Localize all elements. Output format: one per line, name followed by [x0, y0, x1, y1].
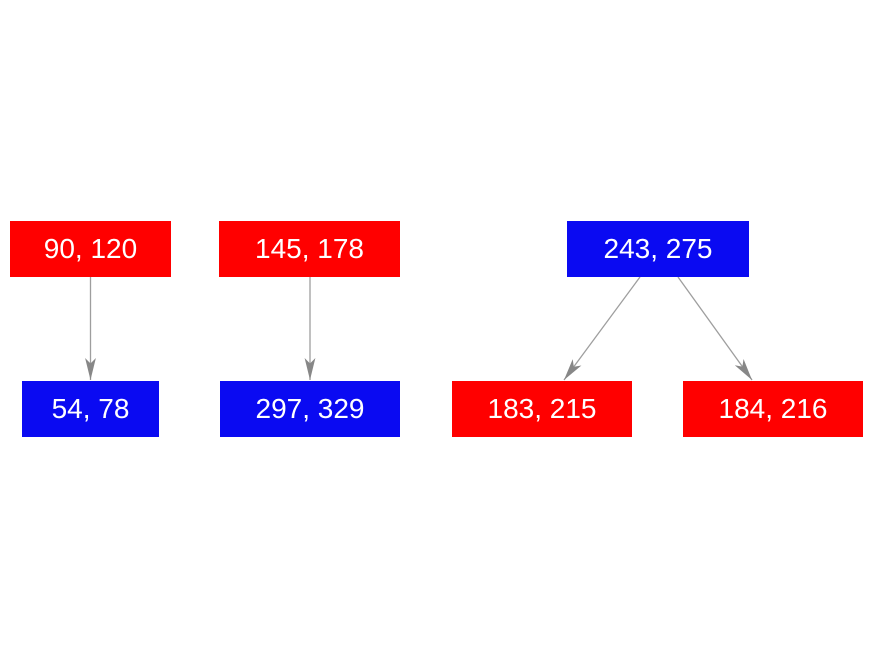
edge-arrow-n3-n6: [563, 276, 641, 381]
node-297-329: 297, 329: [220, 381, 400, 437]
node-145-178: 145, 178: [219, 221, 400, 277]
node-90-120: 90, 120: [10, 221, 171, 277]
node-183-215: 183, 215: [452, 381, 632, 437]
edge-arrow-n3-n7: [677, 276, 753, 381]
node-184-216: 184, 216: [683, 381, 863, 437]
node-243-275: 243, 275: [567, 221, 749, 277]
node-54-78: 54, 78: [22, 381, 159, 437]
